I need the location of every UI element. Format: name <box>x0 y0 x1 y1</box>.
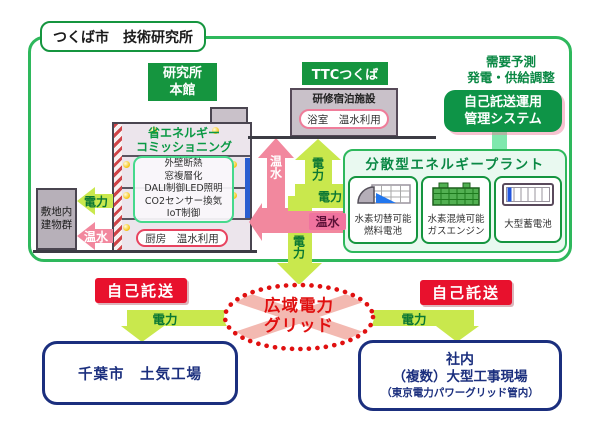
retrofit-item: CO2センサー換気 <box>144 195 223 207</box>
grid-dotted-ring <box>222 282 376 352</box>
gas-engine-icon <box>432 182 480 206</box>
battery-icon <box>502 183 554 206</box>
electricity-arrow-to-sites <box>368 310 479 342</box>
grid-label-line1: 広域電力 <box>264 296 334 315</box>
destination-sites-line2: （複数）大型工事現場 <box>392 369 528 385</box>
light-bulb-icon <box>123 161 130 168</box>
main-building-label: 研究所 本館 <box>148 63 217 101</box>
retrofit-item: 窓複層化 <box>164 170 203 182</box>
light-bulb-icon <box>212 127 219 134</box>
fuel-cell-unit: 水素切替可能 燃料電池 <box>348 176 418 244</box>
retrofit-item: IoT制御 <box>166 208 201 220</box>
lodging-facility-label: 研修宿泊施設 <box>312 92 376 105</box>
main-building-rooftop <box>210 107 248 125</box>
gas-engine-label-line1: 水素混焼可能 <box>427 214 485 225</box>
main-building-label-line1: 研究所 <box>162 66 202 81</box>
light-bulb-icon <box>123 224 130 231</box>
hot-water-arrow-to-site-buildings <box>77 222 113 250</box>
light-bulb-icon <box>150 127 157 134</box>
grid-crossing-lines-icon <box>228 287 370 347</box>
mgmt-box-line1: 自己託送運用 <box>463 95 542 110</box>
site-buildings-line2: 建物群 <box>40 219 73 231</box>
destination-sites-line1: 社内 <box>446 352 474 368</box>
site-buildings-line1: 敷地内 <box>40 206 73 218</box>
mgmt-caption-line1: 需要予測 <box>485 54 536 69</box>
self-consignment-badge-left: 自己託送 <box>95 278 187 303</box>
scaffolding-stripe <box>114 124 122 250</box>
electricity-flow-label: 電力 <box>310 157 325 181</box>
ttc-building-label: TTCつくば <box>302 62 388 85</box>
electricity-flow-label: 電力 <box>291 235 306 259</box>
electricity-flow-label: 電力 <box>401 311 427 327</box>
retrofit-measures-box: 外壁断熱 窓複層化 DALI制御LED照明 CO2センサー換気 IoT制御 <box>133 156 234 223</box>
fuel-cell-label-line1: 水素切替可能 <box>354 214 412 225</box>
commissioning-text-line1: 省エネルギー <box>147 125 220 140</box>
destination-sites-line3: （東京電力パワーグリッド管内） <box>381 387 539 399</box>
electricity-arrow-to-chiba <box>121 310 236 342</box>
energy-plant-title: 分散型エネルギープラント <box>365 157 545 173</box>
hot-water-flow-label: 温水 <box>83 229 108 244</box>
hot-water-arrow-from-plant <box>249 203 347 241</box>
site-title: つくば市 技術研究所 <box>40 21 206 52</box>
hot-water-flow-label: 温水 <box>268 155 283 179</box>
main-building-label-line2: 本館 <box>169 83 196 98</box>
bath-hot-water-box: 浴室 温水利用 <box>299 109 389 129</box>
destination-construction-sites: 社内 （複数）大型工事現場 （東京電力パワーグリッド管内） <box>358 340 562 411</box>
mgmt-caption-line2: 発電・供給調整 <box>467 70 555 85</box>
ground-line <box>248 136 436 139</box>
elevator-shaft-strip <box>245 158 250 218</box>
site-buildings-box: 敷地内 建物群 <box>36 188 77 250</box>
electricity-flow-label: 電力 <box>83 194 108 209</box>
self-consignment-badge-right: 自己託送 <box>420 280 512 305</box>
ground-line <box>33 250 257 253</box>
gas-engine-unit: 水素混焼可能 ガスエンジン <box>421 176 491 244</box>
destination-chiba-factory: 千葉市 土気工場 <box>42 341 238 405</box>
electricity-arrow-to-site-buildings <box>77 187 113 215</box>
mgmt-plant-connector <box>492 130 507 152</box>
fuel-cell-icon <box>357 184 411 204</box>
electricity-arrow-up-to-ttc <box>295 139 341 192</box>
grid-label-line2: グリッド <box>264 316 334 335</box>
gas-engine-label-line2: ガスエンジン <box>427 225 485 237</box>
wide-area-grid-label: 広域電力 グリッド <box>234 296 364 336</box>
hot-water-double-arrow-vertical <box>258 138 294 230</box>
electricity-flow-label: 電力 <box>317 189 342 204</box>
battery-unit: 大型蓄電池 <box>494 176 562 243</box>
retrofit-item: DALI制御LED照明 <box>144 183 223 195</box>
self-consignment-mgmt-system-box: 自己託送運用 管理システム <box>444 90 562 132</box>
battery-label-line1: 大型蓄電池 <box>504 219 552 231</box>
fuel-cell-label-line2: 燃料電池 <box>363 225 402 237</box>
mgmt-box-line2: 管理システム <box>464 112 542 127</box>
light-bulb-icon <box>123 192 130 199</box>
kitchen-hot-water-box: 厨房 温水利用 <box>136 229 228 247</box>
electricity-flow-label: 電力 <box>152 311 178 327</box>
commissioning-text-line2: コミッショニング <box>135 139 232 154</box>
hot-water-flow-label: 温水 <box>309 213 346 230</box>
retrofit-item: 外壁断熱 <box>164 158 203 170</box>
